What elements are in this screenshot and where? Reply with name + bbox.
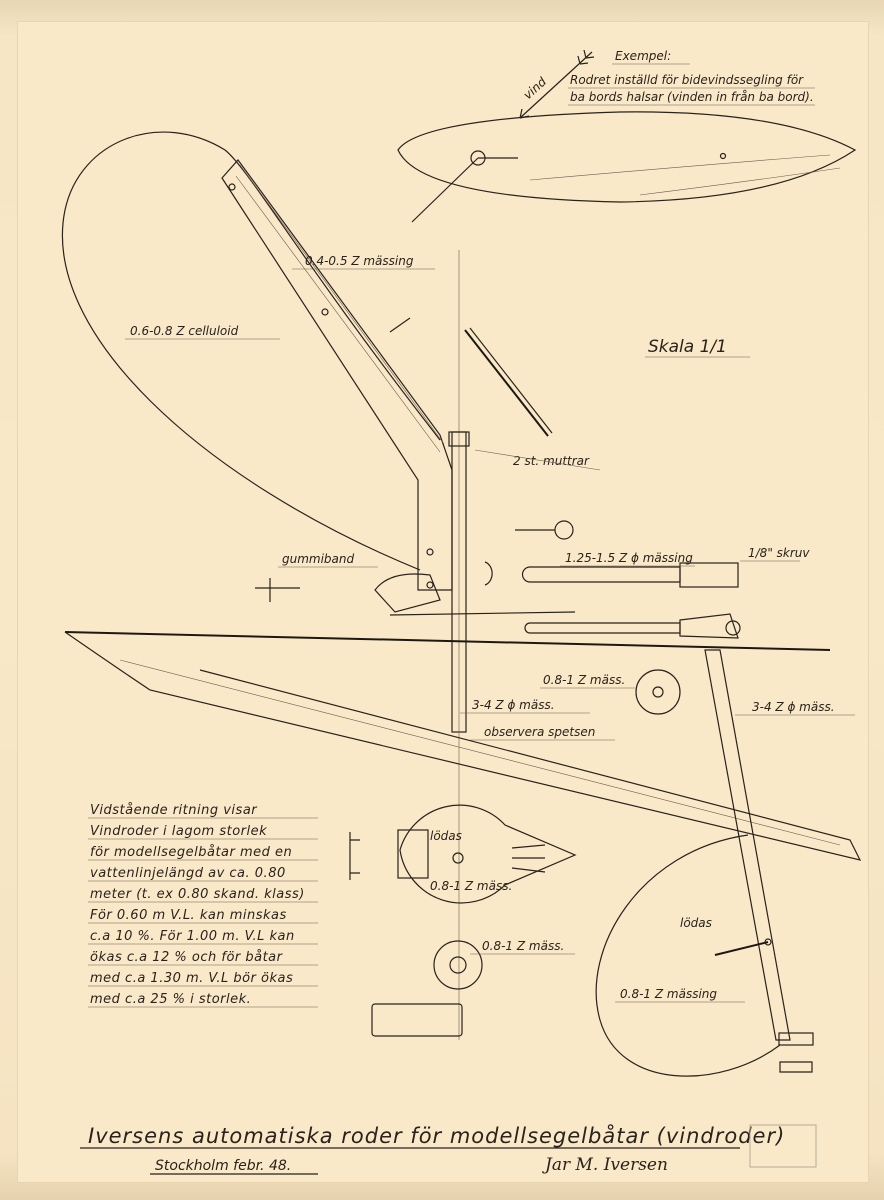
hull-outline — [397, 111, 857, 203]
label-gear-brass: 0.8-1 Z mäss. — [430, 879, 512, 893]
label-solder-2: lödas — [680, 916, 712, 930]
label-disc-brass: 0.8-1 Z mäss. — [543, 673, 625, 687]
drawing-title: Iversens automatiska roder för modellseg… — [88, 1123, 785, 1148]
wind-vane — [61, 131, 441, 571]
svg-text:För 0.60 m V.L. kan minskas: För 0.60 m V.L. kan minskas — [90, 908, 287, 923]
svg-text:Vidstående ritning visar: Vidstående ritning visar — [90, 803, 258, 818]
rudder-blade — [595, 834, 781, 1077]
svg-text:för modellsegelbåtar med en: för modellsegelbåtar med en — [90, 845, 292, 860]
label-observe-tip: observera spetsen — [484, 725, 595, 739]
svg-text:vattenlinjelängd av ca. 0.80: vattenlinjelängd av ca. 0.80 — [90, 866, 286, 881]
svg-text:med c.a 25 % i storlek.: med c.a 25 % i storlek. — [90, 992, 251, 1007]
label-rubber-band: gummiband — [282, 552, 355, 566]
label-solder-1: lödas — [430, 829, 462, 843]
svg-text:meter (t. ex 0.80 skand. klass: meter (t. ex 0.80 skand. klass) — [90, 887, 305, 902]
gear-plate — [399, 804, 577, 904]
label-tube-right: 3-4 Z ϕ mäss. — [752, 700, 835, 714]
svg-text:c.a 10 %. För 1.00 m. V.L kan: c.a 10 %. För 1.00 m. V.L kan — [90, 929, 295, 944]
description-note: Vidstående ritning visar Vindroder i lag… — [88, 803, 318, 1008]
vane-direction-line — [411, 157, 479, 223]
archive-stamp — [749, 1124, 817, 1168]
label-brass-rod: 1.25-1.5 Z ϕ mässing — [565, 551, 693, 565]
label-nuts: 2 st. muttrar — [513, 454, 590, 468]
svg-text:med c.a 1.30 m. V.L bör ökas: med c.a 1.30 m. V.L bör ökas — [90, 971, 293, 986]
example-line-1: Rodret inställd för bidevindssegling för — [570, 73, 804, 87]
deck-line — [64, 631, 831, 651]
place-date: Stockholm febr. 48. — [155, 1158, 291, 1174]
label-vane-celluloid: 0.6-0.8 Z celluloid — [130, 324, 239, 338]
example-line-2: ba bords halsar (vinden in från ba bord)… — [570, 90, 814, 104]
signature: Jar M. Iversen — [542, 1155, 668, 1175]
label-vane-brass: 0.4-0.5 Z mässing — [305, 254, 414, 268]
clip-part — [371, 1003, 463, 1037]
example-heading: Exempel: — [615, 49, 671, 63]
paper — [18, 22, 868, 1182]
label-scale: Skala 1/1 — [648, 337, 727, 357]
label-screw: 1/8" skruv — [748, 546, 810, 560]
label-rudder-brass: 0.8-1 Z mässing — [620, 987, 717, 1001]
label-washer-brass: 0.8-1 Z mäss. — [482, 939, 564, 953]
wind-label: vind — [521, 74, 550, 102]
wind-arrow-icon — [519, 49, 595, 119]
label-tube-left: 3-4 Z ϕ mäss. — [472, 698, 555, 712]
svg-text:Vindroder i lagom storlek: Vindroder i lagom storlek — [90, 824, 267, 839]
svg-text:ökas c.a 12 % och för båtar: ökas c.a 12 % och för båtar — [90, 950, 284, 965]
